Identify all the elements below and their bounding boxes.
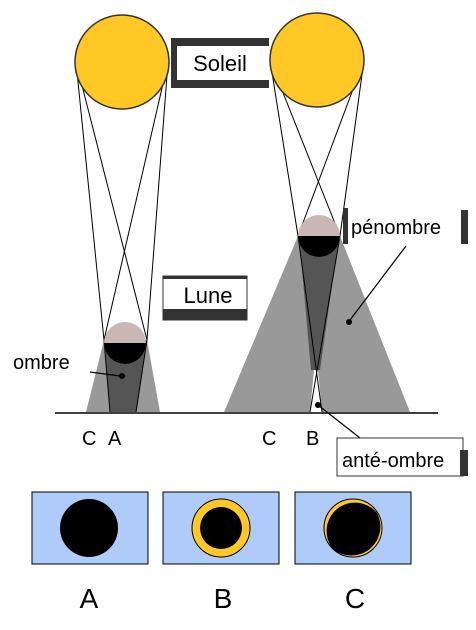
ground-label-c-right: C xyxy=(262,428,276,450)
panel-c xyxy=(294,491,412,565)
umbra-label: ombre xyxy=(13,352,70,374)
sun-label-box: Soleil xyxy=(171,38,269,88)
moon-label-box: Lune xyxy=(162,275,248,321)
antumbra-pointer xyxy=(317,404,361,439)
antumbra-pointer-dot xyxy=(315,402,321,408)
sun-label: Soleil xyxy=(193,51,247,76)
panel-a-moon xyxy=(60,499,118,557)
penumbra-pointer xyxy=(349,245,407,321)
penumbra-label: pénombre xyxy=(351,217,441,239)
panel-c-moon xyxy=(326,502,381,556)
panel-b-moon xyxy=(200,507,242,549)
ground-label-c-left: C xyxy=(82,428,96,450)
moon-left xyxy=(104,322,146,364)
sun-right xyxy=(269,12,365,108)
panel-a xyxy=(31,491,149,565)
right-configuration xyxy=(224,12,410,413)
penumbra-label-box: pénombre xyxy=(343,208,468,244)
panel-label-a: A xyxy=(80,583,99,614)
panel-b xyxy=(162,491,280,565)
panel-label-b: B xyxy=(214,583,233,614)
ground-label-a: A xyxy=(108,428,122,450)
light-rays-left xyxy=(75,61,169,413)
antumbra-label-box: anté-ombre xyxy=(336,437,468,477)
panel-label-c: C xyxy=(345,583,365,614)
moon-right xyxy=(298,215,340,257)
antumbra-right xyxy=(310,370,322,412)
antumbra-label: anté-ombre xyxy=(342,450,444,472)
penumbra-pointer-dot xyxy=(346,319,352,325)
sun-left xyxy=(74,14,170,110)
umbra-pointer-dot xyxy=(119,373,125,379)
umbra-right xyxy=(299,236,339,370)
left-configuration xyxy=(74,14,170,413)
umbra-pointer xyxy=(89,371,121,377)
moon-label: Lune xyxy=(184,283,233,308)
ground-label-b: B xyxy=(306,428,319,450)
